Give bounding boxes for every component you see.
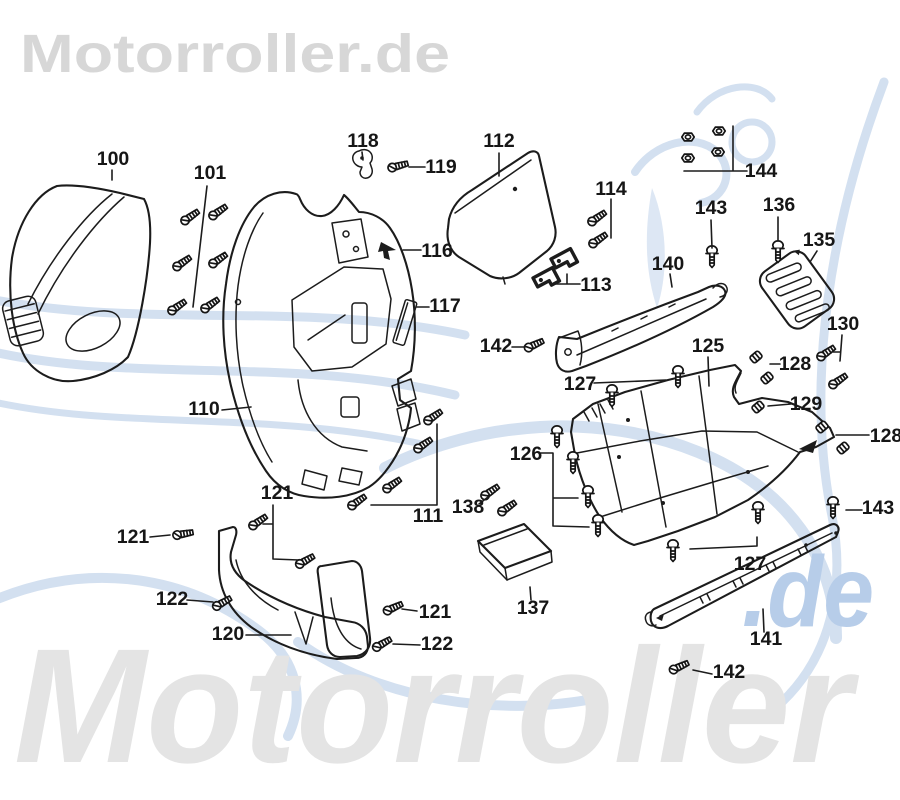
callout-129: 129 (790, 393, 823, 415)
nut-icon (759, 370, 775, 386)
bolt-icon (550, 425, 564, 449)
screw-icon (206, 201, 230, 223)
screw-icon (522, 336, 546, 354)
callout-127-lower: 127 (734, 553, 767, 575)
callout-118: 118 (347, 130, 379, 152)
part-113-clips (531, 246, 580, 293)
callout-112: 112 (483, 130, 515, 152)
callout-111: 111 (413, 505, 444, 527)
hexnut-icon (710, 147, 726, 157)
callout-144: 144 (745, 160, 778, 182)
callout-labels: 100 101 118 119 112 114 144 143 136 135 … (97, 130, 900, 683)
callout-121-bracket: 121 (261, 482, 294, 504)
screw-icon (293, 551, 317, 571)
nut-icon (748, 349, 764, 365)
screw-icon (178, 206, 202, 228)
part-110-leg-shield (222, 191, 421, 499)
callout-113: 113 (580, 274, 612, 296)
screw-icon (826, 370, 850, 392)
callout-101: 101 (194, 162, 227, 184)
part-125-floor-panel (569, 363, 836, 547)
callout-116: 116 (421, 240, 453, 262)
callout-142-bottom: 142 (713, 661, 746, 683)
callout-127-upper: 127 (564, 373, 597, 395)
watermark-text: Motorroller (14, 614, 859, 797)
part-100-front-cover (1, 184, 152, 383)
part-116-arrow-clip (378, 242, 396, 260)
nut-icon (835, 440, 851, 456)
leader-lines (111, 125, 870, 675)
callout-135: 135 (803, 229, 836, 251)
bolt-icon (591, 514, 605, 538)
vent-grille (1, 295, 45, 347)
callout-142-top: 142 (480, 335, 513, 357)
callout-110: 110 (188, 398, 220, 420)
callout-130: 130 (827, 313, 860, 335)
screw-icon (246, 511, 270, 533)
callout-128-lower: 128 (870, 425, 900, 447)
callout-143-top: 143 (695, 197, 728, 219)
screw-icon (495, 497, 519, 519)
callout-114: 114 (595, 178, 627, 200)
callout-120: 120 (212, 623, 245, 645)
site-logo: Motorroller.de (20, 24, 450, 84)
callout-125: 125 (692, 335, 725, 357)
part-141-side-skirt (644, 523, 840, 630)
callout-119: 119 (425, 156, 457, 178)
screw-icon (171, 527, 195, 541)
callout-121-left: 121 (117, 526, 150, 548)
callout-138: 138 (452, 496, 485, 518)
callout-136: 136 (763, 194, 796, 216)
hexnut-icon (711, 126, 727, 136)
screw-icon (421, 406, 445, 428)
screw-icon (170, 252, 194, 274)
bolt-icon (666, 539, 680, 563)
screw-icon (206, 249, 230, 271)
callout-117: 117 (429, 295, 460, 317)
callout-122-left: 122 (156, 588, 189, 610)
hexnut-icon (680, 132, 696, 142)
part-120-lower-front-cover (217, 525, 372, 661)
hexnut-icon (680, 153, 696, 163)
screw-icon (585, 207, 609, 229)
bolt-icon (705, 245, 719, 269)
callout-122-right: 122 (421, 633, 454, 655)
callout-140: 140 (652, 253, 685, 275)
callout-126: 126 (510, 443, 543, 465)
screw-icon (386, 158, 410, 174)
callout-143-right: 143 (862, 497, 895, 519)
callout-121-right: 121 (419, 601, 452, 623)
callout-141: 141 (750, 628, 783, 650)
part-140-side-rail (554, 282, 728, 373)
part-112-inner-box-lid (446, 150, 557, 285)
part-137-battery-lid (476, 522, 553, 581)
screw-icon (380, 474, 404, 496)
callout-137: 137 (517, 597, 550, 619)
part-117-trim-strip (392, 298, 418, 347)
bolt-icon (751, 501, 765, 525)
callout-128-upper: 128 (779, 353, 812, 375)
screw-icon (586, 229, 610, 251)
callout-100: 100 (97, 148, 130, 170)
nut-icon (750, 399, 766, 415)
